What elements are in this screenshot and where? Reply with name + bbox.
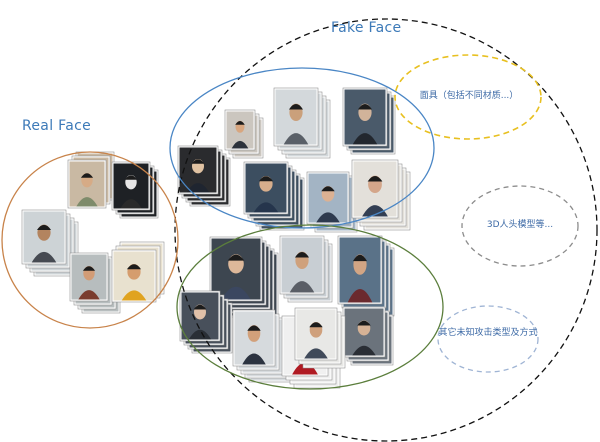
- person-torso: [231, 140, 249, 149]
- 3d-model-label: 3D人头模型等...: [486, 220, 554, 230]
- person-torso: [121, 290, 147, 301]
- person-hair: [294, 251, 310, 258]
- photo-card: [351, 159, 399, 219]
- region-outlines: [1, 18, 598, 442]
- photo-card: [111, 161, 151, 211]
- photo-card: [337, 235, 383, 305]
- photo-card: [342, 87, 388, 147]
- photo-stack-real-1: [67, 151, 115, 209]
- photo-stack-replay-8: [294, 307, 346, 369]
- person-hair: [124, 175, 138, 180]
- photo-stack-print-2: [224, 109, 264, 159]
- person-torso: [31, 251, 57, 263]
- photo-card: [279, 235, 325, 295]
- photo-stack-replay-3: [337, 235, 395, 317]
- photo-stack-replay-5: [232, 309, 292, 383]
- person-torso: [362, 205, 388, 217]
- person-torso: [304, 348, 328, 359]
- person-hair: [247, 325, 261, 331]
- photo-card: [243, 161, 289, 215]
- photo-card: [273, 87, 319, 147]
- person-hair: [321, 186, 335, 192]
- real-face-circle: [1, 151, 179, 329]
- photo-stack-replay-7: [342, 306, 394, 366]
- person-hair: [191, 159, 205, 164]
- person-torso: [289, 281, 315, 293]
- person-hair: [309, 322, 323, 328]
- person-torso: [186, 183, 210, 193]
- photo-stack-print-1: [177, 145, 231, 207]
- person-hair: [357, 320, 371, 326]
- person-torso: [120, 199, 142, 209]
- photo-stack-real-5: [111, 241, 165, 303]
- replay-attack-ellipse: [176, 224, 444, 390]
- photo-stacks-layer: [21, 87, 411, 389]
- person-hair: [36, 224, 52, 230]
- photo-card: [21, 209, 67, 265]
- photo-stack-print-5: [243, 161, 305, 231]
- person-hair: [82, 266, 96, 271]
- photo-stack-real-3: [21, 209, 79, 277]
- person-torso: [242, 353, 266, 365]
- fake-face-outer-circle: [174, 18, 598, 442]
- photo-card: [294, 307, 338, 361]
- photo-card: [111, 249, 157, 303]
- person-torso: [253, 202, 279, 213]
- person-torso: [283, 133, 309, 145]
- 3d-model-ellipse: [461, 185, 579, 267]
- person-torso: [221, 286, 251, 300]
- person-hair: [193, 304, 207, 310]
- other-attacks-label: 其它未知攻击类型及方式: [438, 328, 538, 338]
- photo-card: [224, 109, 256, 151]
- photo-stack-replay-4: [179, 290, 233, 354]
- person-torso: [188, 329, 212, 340]
- photo-card: [232, 309, 276, 367]
- person-hair: [258, 176, 274, 182]
- person-torso: [347, 288, 373, 303]
- photo-stack-real-2: [111, 161, 159, 219]
- photo-card: [342, 306, 386, 358]
- other-attacks-ellipse: [437, 305, 539, 373]
- person-hair: [227, 254, 245, 261]
- mask-label: 面具（包括不同材质...）: [419, 91, 519, 101]
- fake-face-title: Fake Face: [331, 20, 402, 36]
- photo-stack-replay-2: [279, 235, 333, 303]
- person-torso: [352, 133, 378, 145]
- photo-card: [306, 171, 350, 225]
- person-hair: [235, 121, 245, 125]
- photo-stack-print-7: [351, 159, 411, 231]
- person-hair: [126, 264, 142, 270]
- person-hair: [367, 175, 383, 182]
- person-torso: [316, 212, 340, 223]
- person-hair: [352, 254, 368, 262]
- photo-stack-print-4: [342, 87, 396, 155]
- photo-card: [69, 252, 109, 302]
- person-hair: [288, 103, 304, 110]
- photo-stack-print-6: [306, 171, 358, 233]
- real-face-title: Real Face: [22, 118, 91, 134]
- person-torso: [78, 290, 100, 300]
- person-torso: [352, 345, 376, 356]
- person-hair: [357, 103, 373, 110]
- person-hair: [80, 173, 94, 178]
- photo-card: [177, 145, 219, 195]
- mask-ellipse: [394, 54, 542, 140]
- print-attack-ellipse: [169, 67, 435, 229]
- photo-stack-print-3: [273, 87, 331, 159]
- person-torso: [76, 197, 98, 207]
- photo-card: [67, 159, 107, 209]
